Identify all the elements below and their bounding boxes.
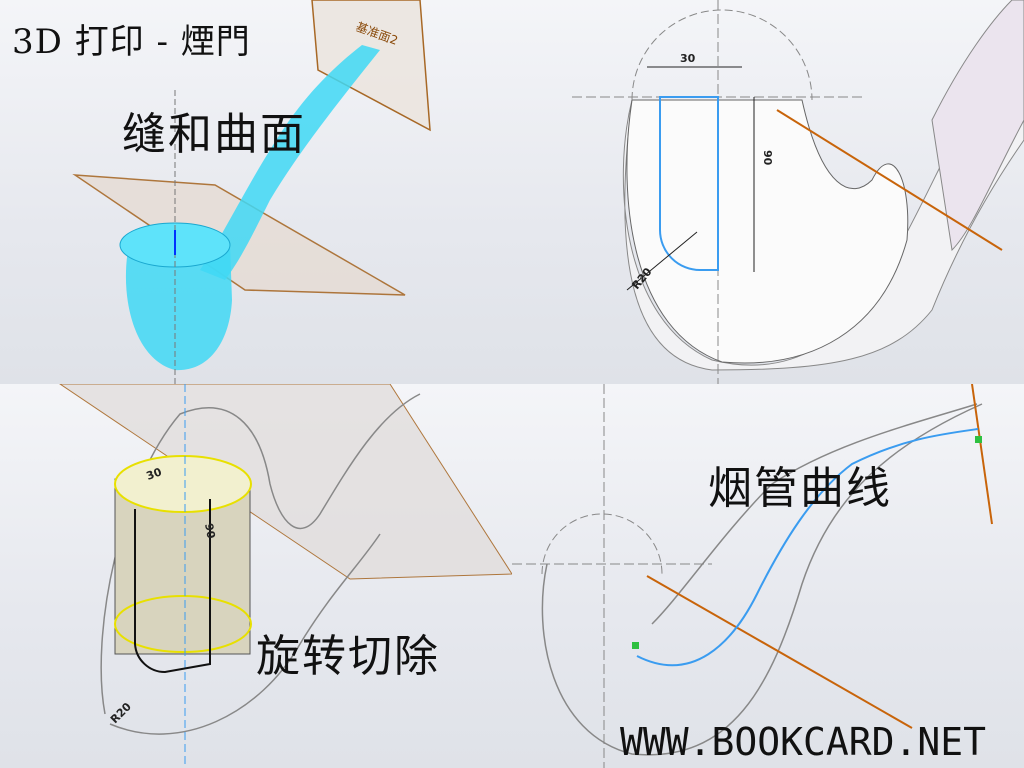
dim-height: 90 bbox=[761, 150, 774, 166]
panel-revolve-sketch: 30 90 R20 bbox=[512, 0, 1024, 384]
pipe-curve-drawing bbox=[512, 384, 993, 768]
panel-label-pipe-curve: 烟管曲线 bbox=[708, 463, 892, 514]
bowl-sketch-drawing: 30 90 R20 bbox=[572, 0, 1024, 384]
panel-label-revolve-cut: 旋转切除 bbox=[256, 631, 440, 682]
knit-surface-drawing: 基准面2 bbox=[72, 0, 431, 384]
panel-label-knit-surface: 缝和曲面 bbox=[122, 109, 306, 160]
page-title: 3D 打印 - 煙門 bbox=[12, 22, 251, 62]
panel-knit-surface: 基准面2 bbox=[0, 0, 512, 384]
panel-revolve-cut: 30 90 R20 bbox=[0, 384, 512, 768]
watermark-url: WWW.BOOKCARD.NET bbox=[620, 720, 987, 764]
panel-pipe-curve bbox=[512, 384, 1024, 768]
dim-width: 30 bbox=[680, 52, 696, 65]
dim-height: 90 bbox=[202, 522, 218, 540]
dim-radius: R20 bbox=[108, 700, 134, 726]
revolve-cut-drawing: 30 90 R20 bbox=[59, 384, 512, 768]
dim-width: 30 bbox=[145, 465, 164, 483]
